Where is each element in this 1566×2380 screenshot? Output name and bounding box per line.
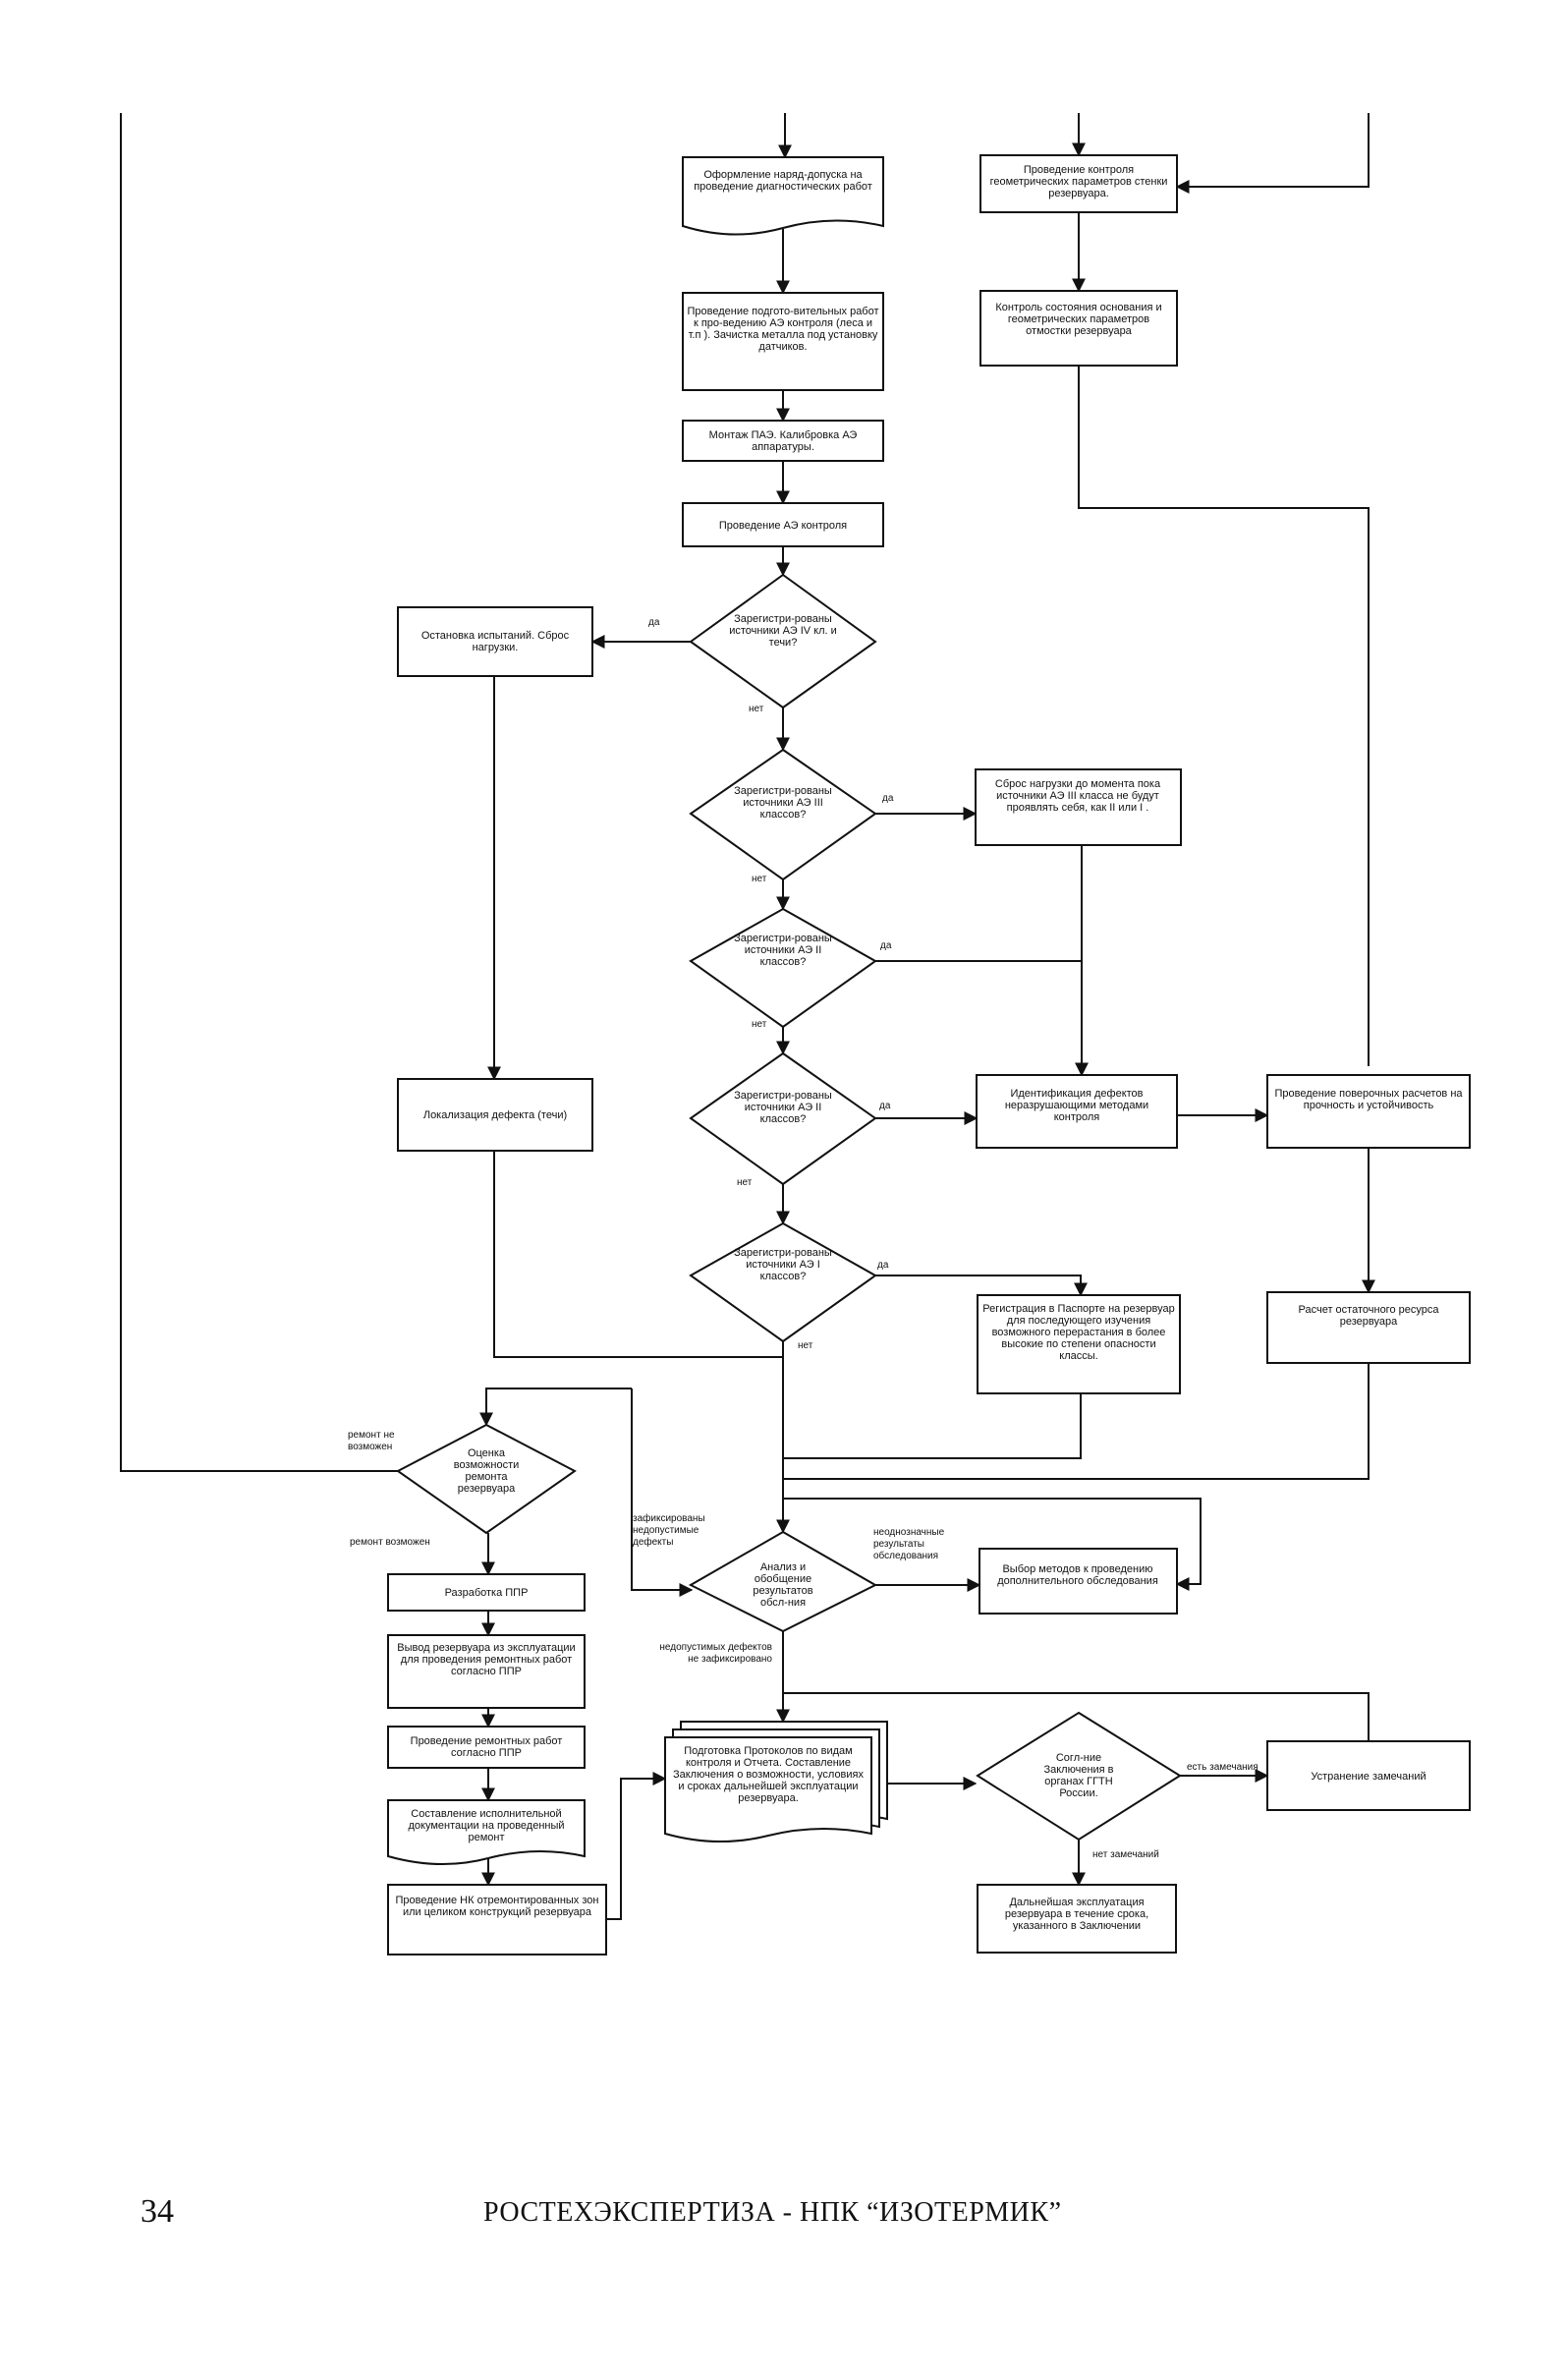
page-number: 34 [140, 2193, 174, 2230]
footer-title: РОСТЕХЭКСПЕРТИЗА - НПК “ИЗОТЕРМИК” [483, 2197, 1062, 2228]
reset-load-box [975, 768, 1182, 846]
node-ppr: Разработка ППР [445, 1587, 529, 1599]
diamond-ii-b [689, 1051, 877, 1186]
edge-no-ii-b: нет [737, 1177, 753, 1188]
localize-box [397, 1078, 593, 1152]
repair-work-box [387, 1726, 586, 1769]
edge-no-ii-a: нет [752, 1019, 767, 1030]
strength-box [1266, 1074, 1471, 1149]
edge-repair-possible: ремонт возможен [350, 1537, 430, 1548]
fix-remarks-box [1266, 1740, 1471, 1811]
shapes [387, 154, 1471, 1955]
diamond-approval [976, 1711, 1182, 1842]
base-check-box [979, 290, 1178, 367]
edge-labels: да нет да нет да нет да нет да нет ремон… [348, 617, 1258, 1860]
install-box [682, 420, 884, 462]
edge-yes-iii: да [882, 793, 894, 804]
diamond-analysis [688, 1530, 878, 1633]
edge-yes-ii-b: да [879, 1101, 891, 1111]
register-box [977, 1294, 1181, 1394]
permit-doc-shape [682, 156, 884, 236]
connectors [120, 113, 1375, 1920]
diamond-ii-a [689, 907, 877, 1029]
stop-box [397, 606, 593, 677]
node-localize: Локализация дефекта (течи) [423, 1109, 567, 1121]
decommission-box [387, 1634, 586, 1709]
diamond-repair [396, 1423, 577, 1535]
further-op-box [977, 1884, 1177, 1954]
ae-control-box [682, 502, 884, 547]
edge-yes-ii-a: да [880, 940, 892, 951]
residual-box [1266, 1291, 1471, 1364]
prep-box [682, 292, 884, 391]
node-fix-remarks: Устранение замечаний [1311, 1771, 1426, 1783]
nk-repaired-box [387, 1884, 607, 1955]
ppr-box [387, 1573, 586, 1612]
edge-no-iv: нет [749, 704, 764, 714]
edge-no-i: нет [798, 1340, 813, 1351]
diamond-i [689, 1221, 877, 1343]
edge-no-iii: нет [752, 874, 767, 884]
node-ae-control: Проведение АЭ контроля [719, 520, 847, 532]
edge-no-remarks: нет замечаний [1092, 1849, 1159, 1860]
diamond-iv [689, 573, 877, 709]
docs-doc-shape [387, 1799, 586, 1866]
edge-yes-i: да [877, 1260, 889, 1271]
choose-methods-box [979, 1548, 1178, 1615]
report-doc-shape [664, 1736, 872, 1843]
edge-yes-iv: да [648, 617, 660, 628]
ndt-ident-box [976, 1074, 1178, 1149]
geom-wall-box [979, 154, 1178, 213]
edge-has-remarks: есть замечания [1187, 1762, 1258, 1773]
diamond-iii [689, 748, 877, 881]
